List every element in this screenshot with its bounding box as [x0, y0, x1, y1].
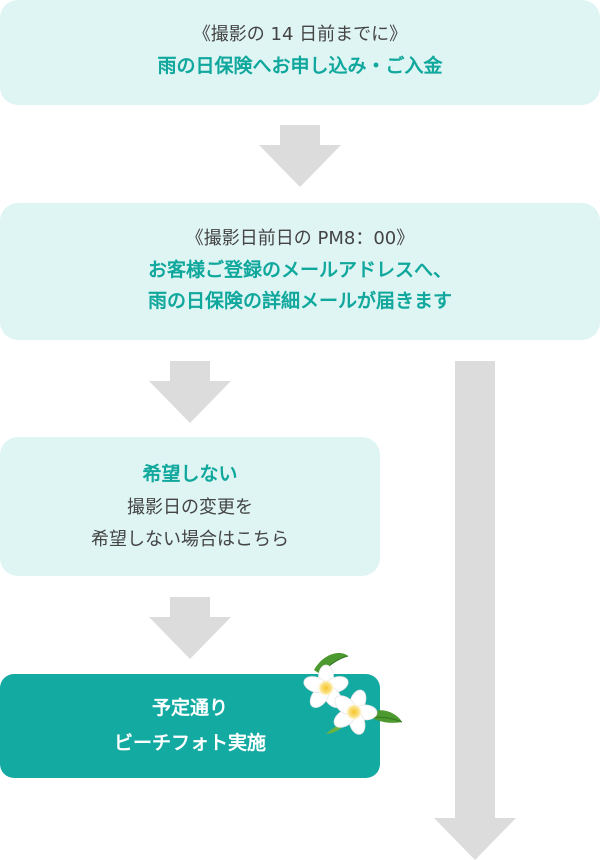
step-4-title-line-2: ビーチフォト実施 [113, 732, 266, 754]
step-2-title-line-1: お客様ご登録のメールアドレスへ、 [147, 258, 452, 281]
step-1-box: 《撮影の 14 日前までに》 雨の日保険へお申し込み・ご入金 [0, 0, 600, 105]
step-3-box: 希望しない 撮影日の変更を 希望しない場合はこちら [0, 437, 380, 576]
plumeria-flower-icon [301, 652, 403, 737]
step-2-caption: 《撮影日前日の PM8：00》 [185, 227, 415, 249]
step-3-desc-line-1: 撮影日の変更を [127, 497, 253, 518]
down-arrow-icon [259, 125, 341, 187]
step-3-desc-line-2: 希望しない場合はこちら [91, 529, 289, 550]
long-down-arrow-icon [434, 361, 516, 860]
step-2-title-line-2: 雨の日保険の詳細メールが届きます [147, 289, 452, 312]
down-arrow-icon [149, 361, 231, 423]
step-4-title-line-1: 予定通り [151, 697, 228, 719]
step-1-title: 雨の日保険へお申し込み・ご入金 [157, 55, 443, 77]
down-arrow-icon [149, 597, 231, 659]
step-3-title: 希望しない [142, 463, 238, 485]
step-1-caption: 《撮影の 14 日前までに》 [192, 24, 408, 45]
step-2-box: 《撮影日前日の PM8：00》 お客様ご登録のメールアドレスへ、 雨の日保険の詳… [0, 203, 600, 340]
